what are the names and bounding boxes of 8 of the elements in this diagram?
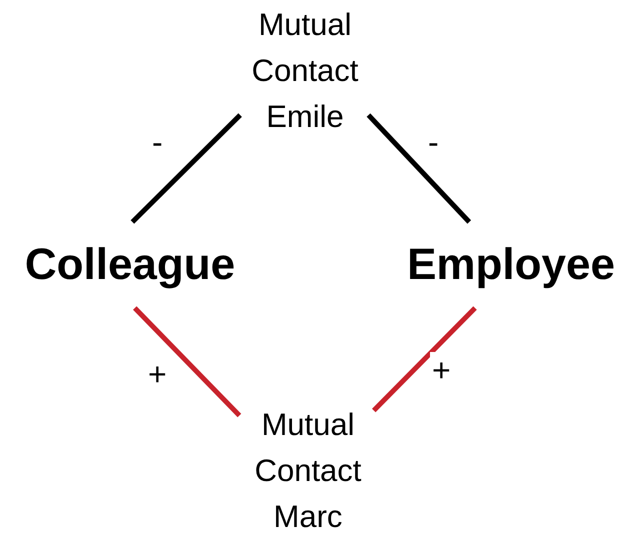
role-label: Employee [407, 239, 615, 291]
contact-label: Mutual Contact Emile [250, 6, 360, 136]
connector-line [372, 306, 477, 412]
connector-line [133, 306, 242, 418]
connector-line [130, 113, 242, 224]
role-label: Colleague [24, 239, 236, 291]
connector-line [366, 113, 472, 224]
contact-label: Mutual Contact Marc [254, 406, 362, 535]
